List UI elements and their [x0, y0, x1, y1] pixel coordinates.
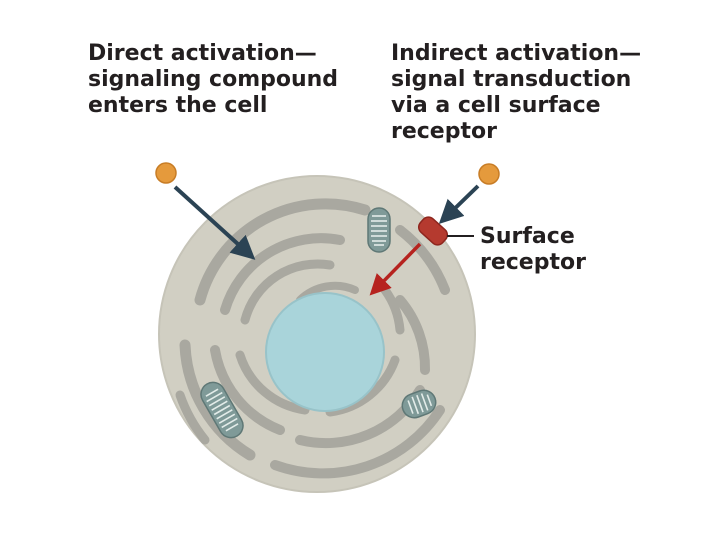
- signal-molecule-indirect: [478, 163, 500, 185]
- receptor-binding-arrow: [438, 184, 480, 225]
- receptor-label-line-2: receptor: [480, 250, 586, 275]
- receptor-label-line-1: Surface: [480, 224, 575, 249]
- signal-transduction-arrow: [369, 242, 422, 296]
- nucleus: [265, 292, 385, 412]
- direct-label-line-2: signaling compound: [88, 67, 339, 92]
- mitochondrion-left: [200, 381, 244, 439]
- direct-entry-arrow: [173, 185, 256, 260]
- indirect-label-line-4: receptor: [391, 119, 497, 144]
- mitochondrion-top: [367, 207, 391, 253]
- direct-label-line-3: enters the cell: [88, 93, 268, 118]
- signal-molecule-direct: [155, 162, 177, 184]
- mitochondrion-right: [401, 389, 437, 419]
- direct-activation-label: Direct activation— signaling compound en…: [88, 41, 338, 119]
- indirect-label-line-2: signal transduction: [391, 67, 632, 92]
- surface-receptor: [417, 216, 449, 246]
- indirect-label-line-3: via a cell surface: [391, 93, 601, 118]
- endoplasmic-reticulum: [175, 198, 450, 479]
- indirect-activation-label: Indirect activation— signal transduction…: [391, 41, 641, 145]
- direct-label-line-1: Direct activation—: [88, 41, 317, 66]
- indirect-label-line-1: Indirect activation—: [391, 41, 642, 66]
- surface-receptor-label: Surface receptor: [480, 224, 586, 276]
